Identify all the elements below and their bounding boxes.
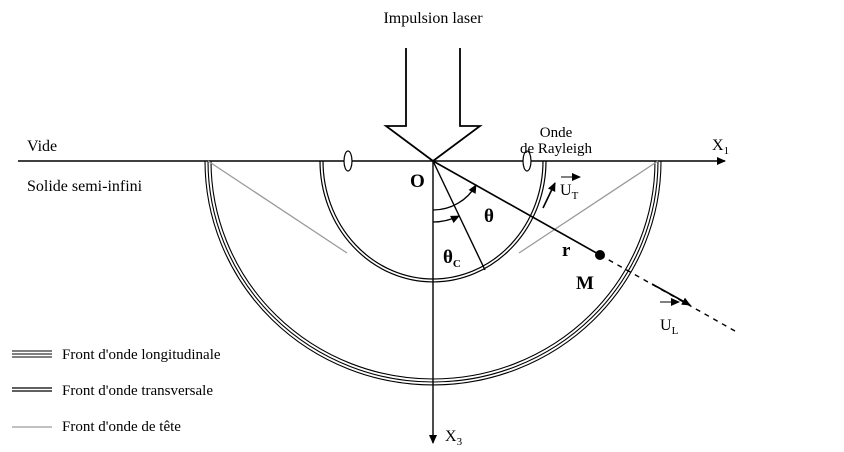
origin-label: O <box>410 171 425 192</box>
rayleigh-wave-marker-right <box>522 150 532 172</box>
r-label: r <box>562 240 571 261</box>
legend-label-transverse: Front d'onde transversale <box>62 383 213 399</box>
m-label: M <box>576 273 594 294</box>
longitudinal-wavefront <box>204 160 662 386</box>
legend-label-head: Front d'onde de tête <box>62 419 181 435</box>
theta-c-label: θC <box>443 247 461 270</box>
ul-label: UL <box>660 317 679 337</box>
ut-vector-arrow <box>542 182 556 209</box>
rayleigh-wave-marker-left <box>343 150 353 172</box>
x1-label: X1 <box>712 137 729 157</box>
theta-label: θ <box>484 206 494 227</box>
x3-label: X3 <box>445 428 463 448</box>
head-wavefront <box>207 160 659 254</box>
laser-pulse-label: Impulsion laser <box>383 10 483 27</box>
point-m <box>595 250 605 260</box>
theta-c-arc <box>432 215 460 224</box>
legend-swatch-transverse <box>12 387 52 392</box>
ray-line <box>432 160 601 256</box>
ul-vector-arrow <box>651 283 691 306</box>
transverse-wavefront <box>319 160 547 283</box>
laser-pulse-arrow <box>383 48 483 163</box>
rayleigh-label-line2: de Rayleigh <box>520 141 593 157</box>
legend: Front d'onde longitudinale Front d'onde … <box>12 347 221 435</box>
legend-swatch-longitudinal <box>12 350 52 358</box>
solid-label: Solide semi-infini <box>27 178 143 195</box>
rayleigh-label-line1: Onde <box>540 125 573 141</box>
vacuum-label: Vide <box>27 138 57 155</box>
critical-angle-radius <box>432 160 486 271</box>
ut-label: UT <box>560 182 579 202</box>
legend-label-longitudinal: Front d'onde longitudinale <box>62 347 221 363</box>
theta-arc <box>432 184 477 211</box>
